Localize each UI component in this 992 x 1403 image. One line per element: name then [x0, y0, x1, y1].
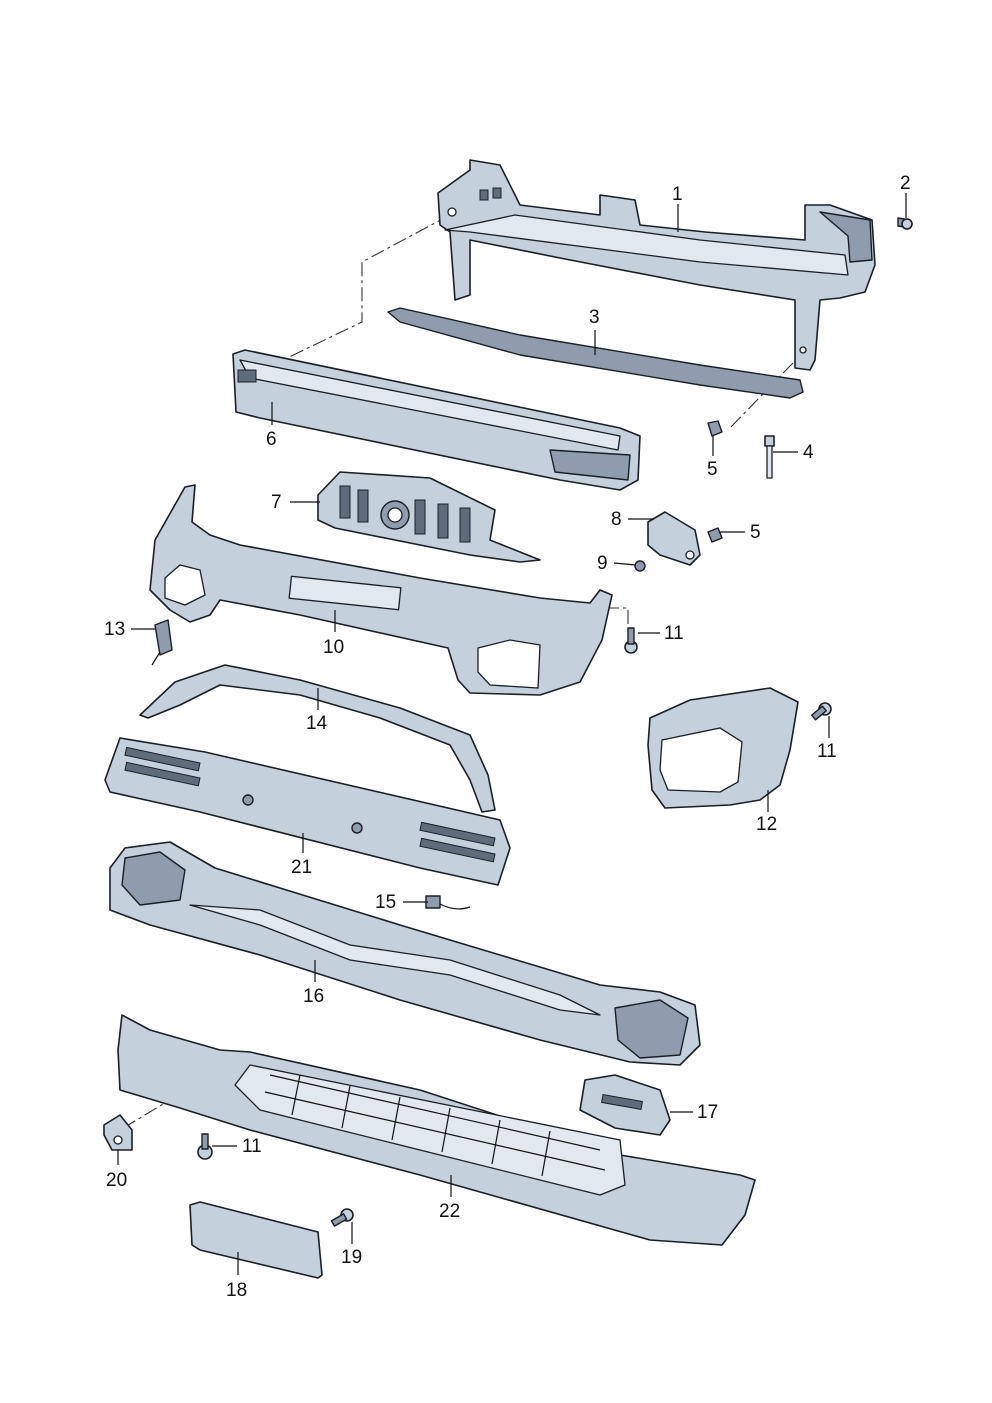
part-20-bracket [103, 1114, 133, 1151]
callout-10: 10 [323, 610, 344, 658]
svg-text:5: 5 [707, 459, 718, 480]
spoiler-mesh [264, 1074, 606, 1177]
svg-text:13: 13 [104, 619, 125, 640]
callout-1: 1 [672, 184, 683, 232]
callout-13: 13 [104, 619, 155, 640]
svg-text:17: 17 [697, 1102, 718, 1123]
part-11-screw-1 [624, 627, 638, 654]
callout-11-middle: 11 [638, 623, 684, 644]
svg-text:15: 15 [375, 892, 396, 913]
callout-20: 20 [106, 1150, 127, 1191]
svg-text:22: 22 [439, 1201, 460, 1222]
part-10-bumper-cover [149, 484, 613, 696]
part-6-impact-absorber [232, 349, 641, 491]
svg-text:1: 1 [672, 184, 683, 205]
callout-2: 2 [900, 173, 911, 218]
part-21-grille-insert [104, 737, 511, 886]
callout-8: 8 [611, 509, 654, 530]
part-5-clip-nut-2 [707, 527, 723, 543]
part-8-bracket [647, 511, 701, 566]
svg-text:11: 11 [242, 1136, 262, 1157]
part-16-lower-panel [109, 841, 701, 1066]
part-1-bumper-carrier [437, 159, 876, 371]
callout-14: 14 [306, 688, 328, 734]
callout-16: 16 [303, 960, 324, 1007]
assembly-line-1-4 [727, 362, 794, 431]
svg-text:21: 21 [291, 857, 312, 878]
svg-text:19: 19 [341, 1247, 362, 1268]
svg-text:11: 11 [817, 741, 837, 762]
svg-text:8: 8 [611, 509, 622, 530]
svg-text:10: 10 [323, 637, 344, 658]
svg-text:12: 12 [756, 814, 777, 835]
callout-9: 9 [597, 553, 637, 574]
callout-22: 22 [439, 1175, 460, 1222]
part-15-connector [425, 895, 471, 910]
part-19-bolt [330, 1208, 354, 1227]
part-18-plate-cover [189, 1201, 323, 1279]
svg-text:9: 9 [597, 553, 608, 574]
callout-21: 21 [291, 833, 312, 878]
callout-5-upper: 5 [707, 436, 718, 480]
callout-12: 12 [756, 790, 777, 835]
svg-text:7: 7 [271, 492, 282, 513]
assembly-line-1-6 [282, 214, 451, 361]
callout-3: 3 [589, 307, 600, 355]
svg-text:11: 11 [664, 623, 684, 644]
callout-6: 6 [266, 402, 277, 450]
assembly-line-11-10 [605, 607, 629, 630]
part-4-bolt [764, 435, 775, 479]
part-22-lower-spoiler [117, 1014, 756, 1246]
callout-5-right: 5 [720, 522, 761, 543]
part-7-grille [317, 471, 541, 563]
svg-text:16: 16 [303, 986, 324, 1007]
svg-text:14: 14 [306, 713, 328, 734]
svg-text:4: 4 [803, 442, 814, 463]
svg-text:5: 5 [750, 522, 761, 543]
svg-text:6: 6 [266, 429, 277, 450]
part-11-screw-3 [197, 1133, 213, 1160]
part-17-cover-cap [579, 1074, 671, 1136]
callout-19: 19 [341, 1222, 362, 1268]
part-2-screw [897, 217, 913, 230]
part-9-clip [634, 560, 646, 572]
callout-15: 15 [375, 892, 428, 913]
callout-11-lower: 11 [212, 1136, 262, 1157]
svg-text:18: 18 [226, 1280, 247, 1301]
part-13-sensor-bracket [151, 619, 173, 666]
callout-17: 17 [670, 1102, 718, 1123]
part-12-fog-housing [647, 687, 799, 809]
svg-text:2: 2 [900, 173, 911, 194]
part-5-clip-nut [707, 420, 723, 437]
callout-4: 4 [773, 442, 814, 463]
callout-11-right: 11 [817, 716, 837, 762]
svg-text:20: 20 [106, 1170, 127, 1191]
callout-7: 7 [271, 492, 320, 513]
callout-18: 18 [226, 1252, 247, 1301]
svg-text:3: 3 [589, 307, 600, 328]
part-11-screw-2 [811, 702, 832, 721]
